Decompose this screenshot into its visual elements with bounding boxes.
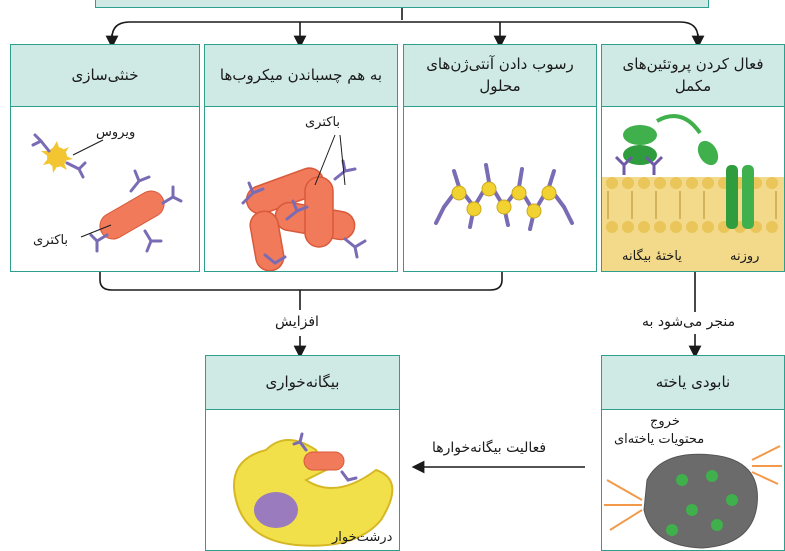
agglutination-title: به هم چسباندن میکروب‌ها [205,45,397,107]
increase-label: افزایش [275,314,319,330]
leads-to-label: منجر می‌شود به [642,314,736,330]
cell-death-title: نابودی یاخته [602,356,784,410]
phagocyte-activity-label: فعالیت بیگانه‌خوارها [432,440,547,456]
complement-illustration [602,114,784,271]
agglutination-box: به هم چسباندن میکروب‌ها باکتری [204,44,398,272]
cell-death-box: نابودی یاخته خروج محتویات یاخته‌ای [601,355,785,551]
precipitation-box: رسوب دادن آنتی‌ژن‌های محلول [403,44,597,272]
phagocytosis-box: بیگانه‌خواری درشت‌خوار [205,355,400,551]
neutralization-pointers [72,139,112,238]
cell-contents-label: محتویات یاخته‌ای [614,432,705,447]
neutralization-title: خنثی‌سازی [11,45,199,107]
agglutination-illustration [241,159,367,271]
precipitation-illustration [434,163,574,231]
pore-label: روزنه [730,249,760,264]
complement-box: فعال کردن پروتئین‌های مکمل روزنه یاختهٔ … [601,44,785,272]
agglutination-bacteria-label: باکتری [305,115,341,130]
foreign-cell-label: یاختهٔ بیگانه [622,249,682,264]
neutralization-bacteria-label: باکتری [33,233,69,248]
complement-title: فعال کردن پروتئین‌های مکمل [602,45,784,107]
macrophage-label: درشت‌خوار [332,530,393,545]
phagocytosis-title: بیگانه‌خواری [206,356,399,410]
virus-label: ویروس [96,125,136,140]
phagocytosis-illustration [233,432,394,547]
precipitation-title: رسوب دادن آنتی‌ژن‌های محلول [404,45,596,107]
neutralization-illustration [31,133,183,253]
antibody-header [95,0,709,8]
agglutination-pointers [314,134,346,186]
cell-death-illustration [604,445,782,549]
neutralization-box: خنثی‌سازی ویروس باکتری [10,44,200,272]
exit-label: خروج [650,414,680,429]
